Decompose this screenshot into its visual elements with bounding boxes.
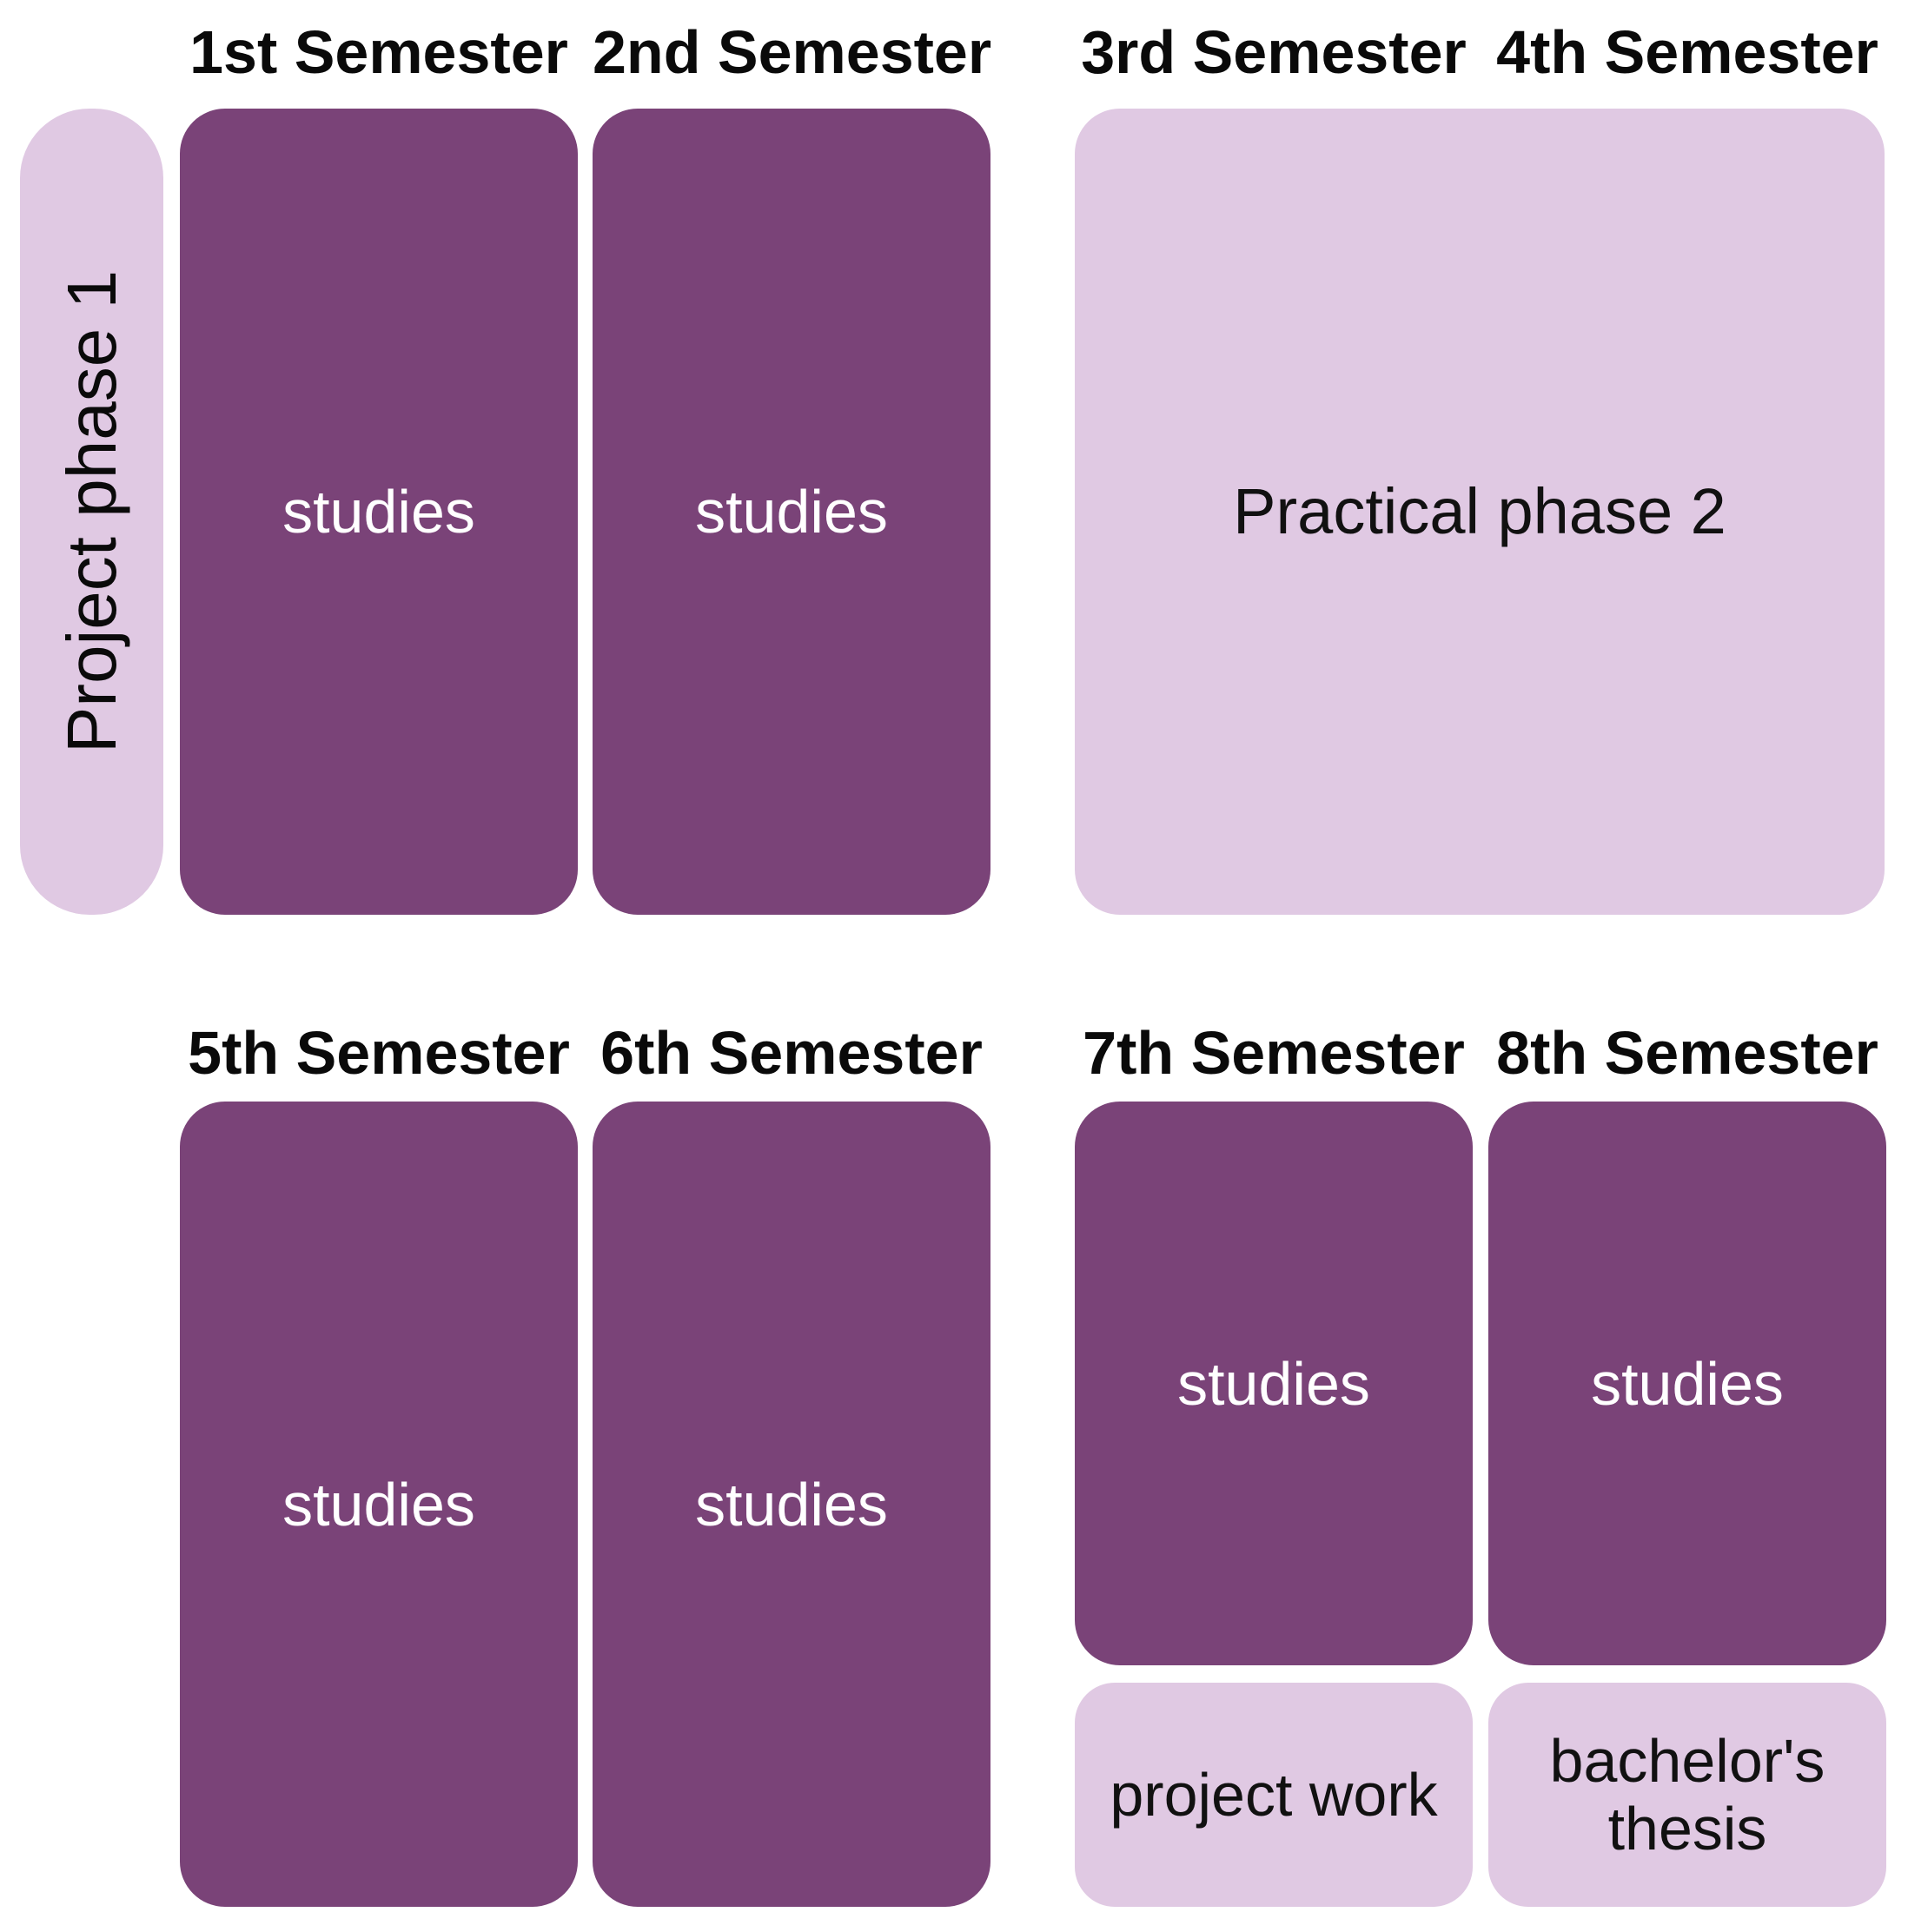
header-1st-semester: 1st Semester [189, 18, 568, 86]
studies-label-semester-2: studies [695, 478, 888, 546]
header-7th-semester: 7th Semester [1083, 1019, 1465, 1087]
header-5th-semester: 5th Semester [188, 1019, 570, 1087]
studies-box-semester-8: studies [1488, 1102, 1886, 1665]
studies-label-semester-8: studies [1591, 1349, 1784, 1418]
bachelor-thesis-label: bachelor's thesis [1549, 1726, 1825, 1863]
header-2nd-semester: 2nd Semester [593, 18, 992, 86]
studies-label-semester-1: studies [282, 478, 475, 546]
studies-box-semester-6: studies [593, 1102, 990, 1907]
project-work-label: project work [1110, 1760, 1438, 1829]
header-3rd-semester: 3rd Semester [1081, 18, 1467, 86]
practical-phase-2-label: Practical phase 2 [1233, 475, 1726, 547]
header-6th-semester: 6th Semester [600, 1019, 983, 1087]
studies-box-semester-1: studies [180, 109, 578, 915]
bachelor-thesis-box: bachelor's thesis [1488, 1683, 1886, 1907]
header-4th-semester: 4th Semester [1496, 18, 1878, 86]
studies-box-semester-7: studies [1075, 1102, 1473, 1665]
studies-box-semester-2: studies [593, 109, 990, 915]
studies-label-semester-5: studies [282, 1470, 475, 1538]
practical-phase-2-box: Practical phase 2 [1075, 109, 1885, 915]
studies-box-semester-5: studies [180, 1102, 578, 1907]
studies-label-semester-6: studies [695, 1470, 888, 1538]
studies-label-semester-7: studies [1177, 1349, 1370, 1418]
project-phase-1-label: Project phase 1 [52, 270, 130, 753]
project-phase-1-bar: Project phase 1 [20, 109, 163, 915]
project-work-box: project work [1075, 1683, 1473, 1907]
header-8th-semester: 8th Semester [1496, 1019, 1878, 1087]
